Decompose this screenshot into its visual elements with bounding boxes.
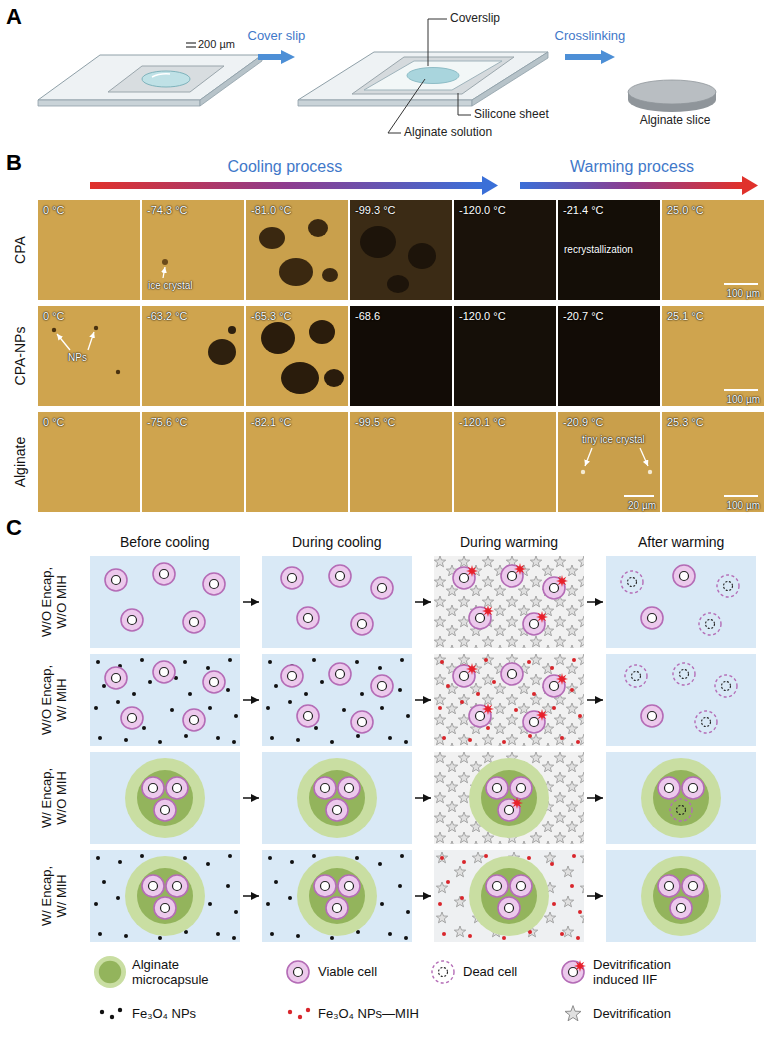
slide-illustration: 200 µm (36, 30, 258, 125)
glass-slide (38, 43, 262, 106)
scale-label: 20 µm (628, 500, 656, 512)
temperature-label: 0 °C (43, 310, 65, 323)
row-label: CPA (12, 236, 28, 264)
alginate-slice-disk (628, 80, 716, 112)
column-header: Before cooling (120, 534, 210, 550)
micrograph-tile: -65.3 °C (246, 306, 348, 406)
temperature-label: -63.2 °C (147, 310, 187, 323)
micrograph-tile: -120.1 °C (454, 412, 556, 512)
micrograph-tile: -20.7 °C (558, 306, 660, 406)
micrograph-tile: -21.4 °C recrystallization (558, 200, 660, 300)
micrograph-tile: 25.0 °C 100 µm (662, 200, 764, 300)
part-label: Silicone sheet (474, 108, 549, 122)
annotation-label: tiny ice crystal (582, 434, 645, 446)
temperature-label: -75.6 °C (147, 416, 187, 429)
column-header: During cooling (292, 534, 382, 550)
legend-label: Devitrification (593, 1006, 671, 1022)
temperature-label: -120.0 °C (459, 310, 506, 323)
process-arrow (90, 176, 758, 195)
annotation-label: recrystallization (564, 244, 633, 256)
scale-label: 100 µm (726, 394, 760, 406)
slide-illustration: CoverslipSilicone sheetAlginate solution (295, 8, 565, 143)
legend-icon (94, 956, 586, 1021)
glass-slide (298, 19, 548, 133)
temperature-label: -20.9 °C (563, 416, 603, 429)
temperature-label: -20.7 °C (563, 310, 603, 323)
temperature-label: -74.3 °C (147, 204, 187, 217)
legend-label: Alginate microcapsule (132, 957, 232, 988)
part-label: Alginate solution (404, 126, 492, 140)
temperature-label: -99.5 °C (355, 416, 395, 429)
row-label: W/ Encap, W/ MIH (40, 857, 70, 935)
row-label: W/ Encap, W/O MIH (40, 759, 70, 837)
scale-label: 100 µm (726, 288, 760, 300)
part-label: Alginate slice (615, 114, 735, 128)
micrograph-tile: -82.1 °C (246, 412, 348, 512)
edge-label: Crosslinking (553, 28, 628, 44)
temperature-label: 0 °C (43, 204, 65, 217)
temperature-label: 0 °C (43, 416, 65, 429)
micrograph-tile: -99.5 °C (350, 412, 452, 512)
process-label: Cooling process (228, 158, 343, 176)
micrograph-tile: 0 °C NPs (38, 306, 140, 406)
column-header: During warming (460, 534, 558, 550)
legend-label: Dead cell (463, 964, 517, 980)
temperature-label: -21.4 °C (563, 204, 603, 217)
micrograph-tile: -81.0 °C (246, 200, 348, 300)
temperature-label: -65.3 °C (251, 310, 291, 323)
legend-label: Viable cell (318, 964, 377, 980)
temperature-label: -120.1 °C (459, 416, 506, 429)
micrograph-tile: -99.3 °C (350, 200, 452, 300)
part-label: Coverslip (450, 12, 500, 26)
micrograph-tile: -63.2 °C (142, 306, 244, 406)
temperature-label: 25.0 °C (667, 204, 704, 217)
temperature-label: -81.0 °C (251, 204, 291, 217)
micrograph-tile: 25.3 °C 100 µm (662, 412, 764, 512)
annotation-label: NPs (68, 352, 87, 364)
temperature-label: -120.0 °C (459, 204, 506, 217)
annotation-label: ice crystal (148, 280, 192, 292)
micrograph-tile: 25.1 °C 100 µm (662, 306, 764, 406)
row-label: CPA-NPs (12, 327, 28, 386)
edge-label: Cover slip (246, 28, 308, 44)
dimension-label: 200 µm (198, 38, 235, 51)
alginate-slice: Alginate slice (615, 40, 735, 140)
micrograph-tile: -120.0 °C (454, 200, 556, 300)
micrograph-tile: -20.9 °C tiny ice crystal 20 µm (558, 412, 660, 512)
temperature-label: 25.1 °C (667, 310, 704, 323)
micrograph-tile: -74.3 °C ice crystal (142, 200, 244, 300)
panel-letter: C (6, 515, 22, 540)
process-arrow (565, 54, 605, 60)
micrograph-tile: -75.6 °C (142, 412, 244, 512)
panel-letter: B (6, 150, 22, 175)
process-arrow (258, 54, 285, 60)
micrograph-tile: -68.6 (350, 306, 452, 406)
temperature-label: -99.3 °C (355, 204, 395, 217)
legend-label: Fe₃O₄ NPs (132, 1006, 196, 1022)
process-label: Warming process (570, 158, 694, 176)
row-label: Alginate (12, 437, 28, 488)
temperature-label: 25.3 °C (667, 416, 704, 429)
row-label: W/O Encap, W/O MIH (40, 563, 70, 641)
legend-label: Devitrification induced IIF (593, 957, 703, 988)
scale-label: 100 µm (726, 500, 760, 512)
temperature-label: -68.6 (355, 310, 380, 323)
row-label: W/O Encap, W/ MIH (40, 661, 70, 739)
cell-schematic (90, 556, 756, 942)
temperature-label: -82.1 °C (251, 416, 291, 429)
panel-letter: A (6, 4, 22, 29)
micrograph (38, 200, 764, 512)
micrograph-tile: 0 °C (38, 200, 140, 300)
legend-label: Fe₃O₄ NPs—MIH (318, 1006, 419, 1022)
column-header: After warming (638, 534, 724, 550)
micrograph-tile: 0 °C (38, 412, 140, 512)
micrograph-tile: -120.0 °C (454, 306, 556, 406)
